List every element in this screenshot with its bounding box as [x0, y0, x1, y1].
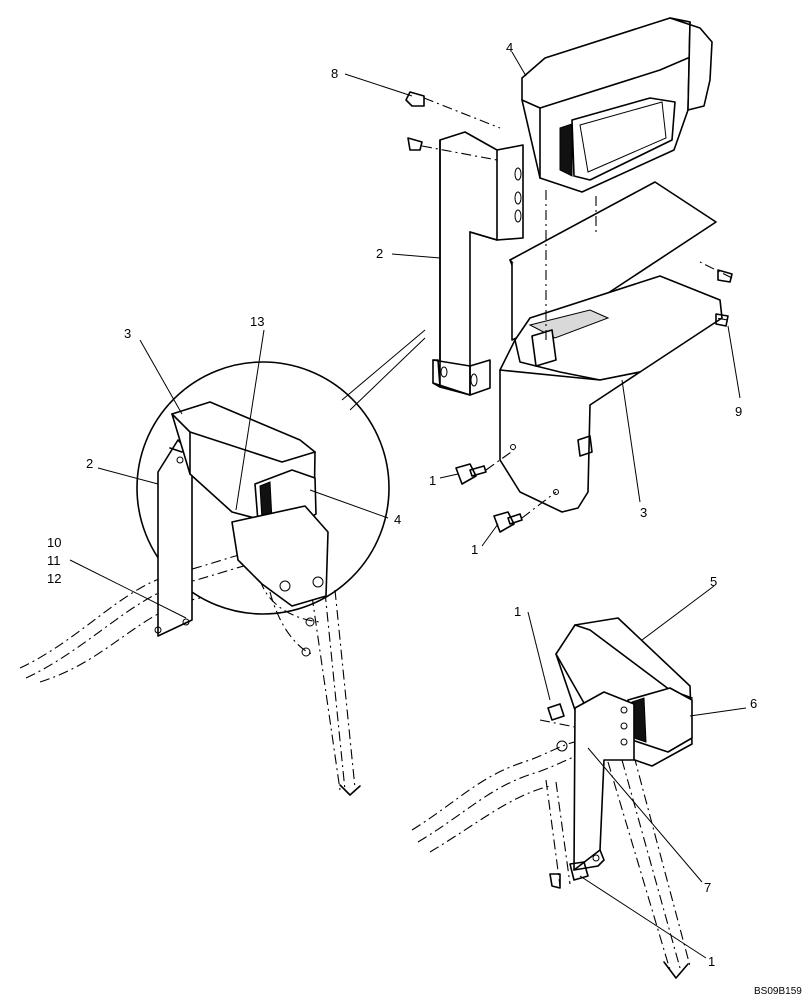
callout-11: 11	[47, 553, 61, 568]
callout-1-top-a: 1	[429, 473, 436, 488]
reference-code: BS09B159	[754, 986, 802, 997]
lamp-housing-top	[499, 275, 723, 513]
alignment-lines-top	[421, 97, 733, 519]
callout-4-top: 4	[506, 40, 513, 55]
bottom-right-assembly	[411, 617, 693, 979]
callout-6: 6	[750, 696, 757, 711]
callout-9: 9	[735, 404, 742, 419]
callout-2-detail: 2	[86, 456, 93, 471]
callout-1-top-b: 1	[471, 542, 478, 557]
leader-lines	[69, 51, 747, 959]
callout-2-top: 2	[376, 246, 383, 261]
callout-3-top: 3	[640, 505, 647, 520]
callout-1-bottom-a: 1	[514, 604, 521, 619]
callout-10: 10	[47, 535, 61, 550]
top-assembly	[405, 17, 733, 533]
work-lamp-top	[521, 17, 713, 193]
callout-7: 7	[704, 880, 711, 895]
callout-12: 12	[47, 571, 61, 586]
callout-8: 8	[331, 66, 338, 81]
callout-labels: 8 4 2 9 3 1 1 3 13 2 4 10 11 12 1 5 6 7 …	[47, 40, 802, 997]
callout-5: 5	[710, 574, 717, 589]
fasteners-top	[405, 91, 733, 533]
callout-3-detail: 3	[124, 326, 131, 341]
detail-view-left	[19, 361, 390, 796]
callout-1-bottom-b: 1	[708, 954, 715, 969]
mounting-bracket-top	[432, 131, 524, 396]
callout-4-detail: 4	[394, 512, 401, 527]
callout-13: 13	[250, 314, 264, 329]
